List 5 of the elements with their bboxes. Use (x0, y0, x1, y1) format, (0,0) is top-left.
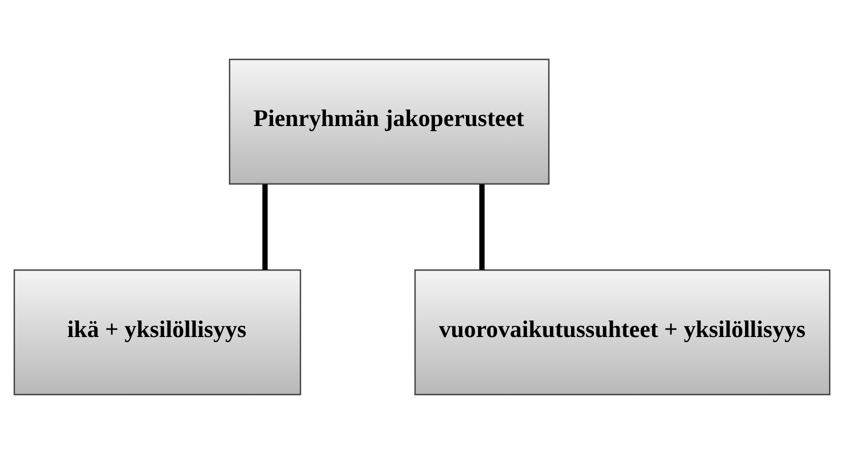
connector (478, 184, 484, 270)
connector (262, 184, 268, 270)
node-box: Pienryhmän jakoperusteet (228, 58, 550, 184)
node-box: ikä + yksilöllisyys (13, 268, 301, 395)
node-box: vuorovaikutussuhteet + yksilöllisyys (414, 268, 830, 395)
